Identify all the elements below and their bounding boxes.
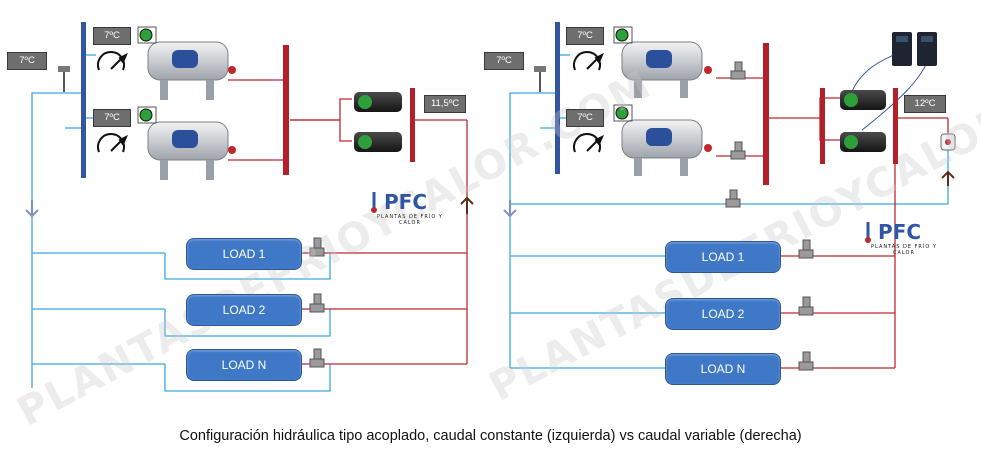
right-chiller1-temp: 7ºC — [566, 27, 604, 45]
right-return-header-pumps-out — [893, 88, 898, 164]
left-load-2: LOAD 2 — [186, 294, 302, 326]
right-chiller-2 — [613, 104, 712, 176]
left-thermometer-icon — [58, 66, 70, 92]
left-load-1: LOAD 1 — [186, 238, 302, 270]
right-supply-flow-arrow-icon — [503, 200, 517, 218]
logo-right-subtitle: PLANTAS DE FRÍO Y CALOR — [871, 244, 937, 256]
right-load-valves — [798, 239, 814, 371]
left-chiller2-temp: 7ºC — [93, 109, 131, 127]
logo-left-subtitle: PLANTAS DE FRÍO Y CALOR — [377, 214, 443, 226]
right-return-temp: 12ºC — [904, 95, 946, 113]
right-chiller-1 — [613, 26, 712, 98]
left-pump-2 — [354, 132, 402, 152]
right-load-2: LOAD 2 — [665, 298, 781, 330]
left-return-pipes — [228, 79, 468, 365]
left-supply-temp: 7ºC — [7, 52, 47, 70]
left-gauge-icon-2 — [97, 133, 128, 153]
left-chiller1-temp: 7ºC — [93, 27, 131, 45]
right-load-n: LOAD N — [665, 353, 781, 385]
left-return-header-chillers — [283, 45, 289, 175]
logo-right: PFC PLANTAS DE FRÍO Y CALOR — [862, 218, 946, 256]
right-variable-drive-2 — [917, 32, 937, 66]
left-return-flow-arrow-icon — [460, 196, 474, 214]
right-diagram — [503, 22, 956, 371]
right-variable-drive-1 — [892, 32, 912, 66]
right-return-flow-arrow-icon — [941, 170, 955, 186]
right-gauge-icon-2 — [573, 133, 604, 153]
right-flow-meter — [940, 133, 956, 151]
left-chiller-2 — [137, 106, 236, 180]
left-load-n: LOAD N — [186, 349, 302, 381]
right-return-header-pumps-in — [820, 88, 825, 164]
right-return-header-chillers — [763, 43, 769, 185]
right-pump-2 — [840, 132, 886, 152]
logo-left-mark-icon: PFC — [371, 190, 427, 214]
left-return-header-pumps — [410, 88, 415, 162]
left-diagram — [25, 22, 474, 392]
left-pump-1 — [354, 92, 402, 112]
left-supply-flow-arrow-icon — [25, 200, 39, 218]
left-chiller-1 — [137, 26, 236, 100]
left-load-valves — [309, 237, 325, 368]
left-gauge-icon-1 — [97, 51, 128, 71]
right-gauge-icon-1 — [573, 51, 604, 71]
logo-right-mark-icon: PFC — [865, 220, 921, 244]
left-supply-header — [81, 22, 86, 178]
right-thermometer-icon — [534, 66, 546, 92]
right-supply-header — [555, 22, 560, 174]
right-load-1: LOAD 1 — [665, 241, 781, 273]
right-supply-temp: 7ºC — [484, 52, 524, 70]
right-supply-pipes — [509, 54, 949, 369]
right-bypass-valve — [725, 189, 741, 208]
right-pump-1 — [840, 90, 886, 110]
left-return-temp: 11,5ºC — [424, 95, 466, 113]
right-chiller-valves — [730, 61, 746, 160]
right-chiller2-temp: 7ºC — [566, 109, 604, 127]
logo-left-letters: PFC — [384, 190, 427, 214]
logo-left: PFC PLANTAS DE FRÍO Y CALOR — [368, 188, 452, 226]
left-supply-pipes — [31, 54, 331, 392]
figure-caption: Configuración hidráulica tipo acoplado, … — [179, 428, 802, 444]
logo-right-letters: PFC — [878, 220, 921, 244]
